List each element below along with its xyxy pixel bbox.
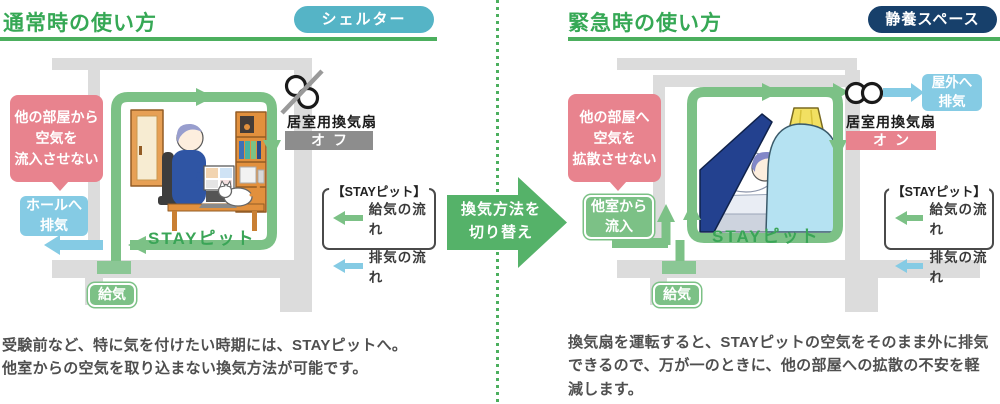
legend-title: 【STAYピット】 (329, 181, 429, 200)
airflow-loop-normal (111, 88, 281, 268)
walls-emergency-room (617, 58, 980, 312)
fan-state-on: オン (846, 131, 936, 150)
shelter-badge: シェルター (294, 6, 434, 33)
switch-arrow (447, 177, 567, 268)
legend-row-exhaust: 排気の流れ (886, 246, 992, 286)
legend-title: 【STAYピット】 (889, 181, 989, 200)
description-normal: 受験前など、特に気を付けたい時期には、STAYピットへ。 他室からの空気を取り込… (2, 337, 408, 378)
outdoor-exhaust-arrow (883, 83, 924, 102)
fan-on-icon (844, 81, 884, 105)
no-inflow-callout-text: 他の部屋から 空気を 流入させない (14, 109, 99, 167)
no-spread-callout-text: 他の部屋へ 空気を 拡散させない (572, 108, 657, 167)
fan-label-left: 居室用換気扇 (287, 114, 377, 130)
legend-row-exhaust: 排気の流れ (324, 246, 434, 286)
title-underline-left (0, 37, 437, 41)
rest-space-badge: 静養スペース (868, 6, 997, 33)
no-inflow-callout: 他の部屋から 空気を 流入させない (10, 95, 103, 191)
panel-title-normal: 通常時の使い方 (3, 12, 157, 35)
exhaust-flow-arrow-icon (895, 259, 924, 273)
stay-pit-label-right: STAYピット (712, 227, 820, 246)
bed-scene-illustration (699, 107, 839, 233)
stay-pit-label-left: STAYピット (148, 229, 256, 248)
supply-flow-arrow-icon (895, 211, 924, 225)
fan-off-icon (280, 69, 324, 115)
supply-air-label-left: 給気 (88, 283, 136, 307)
supply-air-label-right: 給気 (653, 283, 701, 307)
supply-vent-normal (97, 261, 131, 274)
supply-flow-arrow-icon (333, 211, 363, 225)
description-emergency: 換気扇を運転すると、STAYピットの空気をそのまま外に排気 できるので、万が一の… (568, 334, 989, 398)
title-underline-right (568, 37, 1000, 41)
panel-title-emergency: 緊急時の使い方 (568, 12, 722, 35)
legend-row-supply: 給気の流れ (324, 198, 434, 238)
hall-exhaust-arrow (44, 235, 103, 255)
fan-state-off: オフ (285, 131, 373, 150)
no-spread-callout: 他の部屋へ 空気を 拡散させない (568, 94, 661, 191)
exhaust-flow-arrow-icon (333, 259, 363, 273)
desk-scene-illustration (130, 109, 267, 231)
legend-right: 【STAYピット】 給気の流れ 排気の流れ (884, 181, 994, 285)
airflow-loop-emergency (612, 83, 849, 266)
legend-row-supply: 給気の流れ (886, 198, 992, 238)
inflow-from-rooms-label: 他室から 流入 (584, 195, 654, 239)
hall-exhaust-label: ホールへ 排気 (20, 196, 88, 236)
legend-left: 【STAYピット】 給気の流れ 排気の流れ (322, 181, 436, 285)
outdoor-exhaust-label: 屋外へ 排気 (922, 74, 982, 111)
switch-arrow-label: 換気方法を 切り替え (460, 201, 541, 241)
fan-label-right: 居室用換気扇 (846, 114, 936, 130)
supply-vent-emergency (662, 261, 696, 274)
